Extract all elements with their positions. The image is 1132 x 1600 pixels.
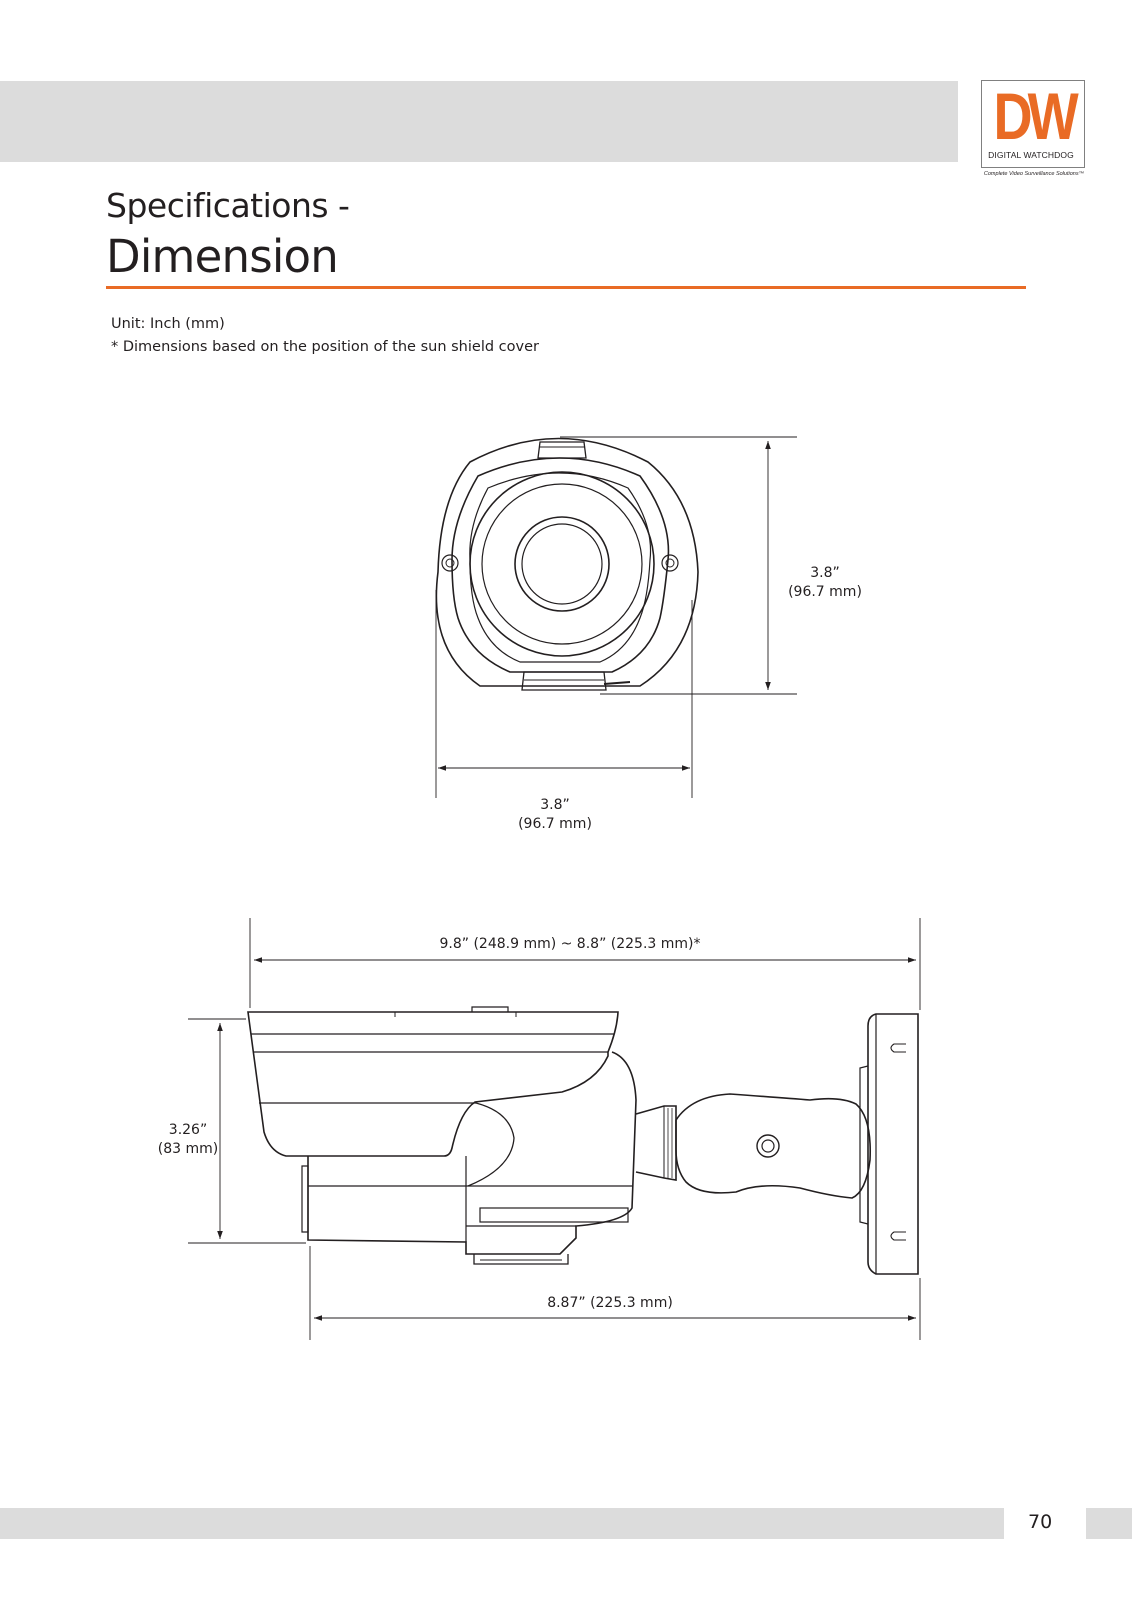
front-sunshield [451, 457, 670, 673]
logo-letters: DW [993, 79, 1078, 153]
arm-screw-inner [761, 1139, 775, 1153]
front-width-mm: (96.7 mm) [518, 816, 592, 832]
front-height-inch: 3.8” [810, 565, 840, 581]
side-height-label: 3.26” (83 mm) [150, 1121, 226, 1159]
front-height-mm: (96.7 mm) [788, 584, 862, 600]
camera-housing [307, 1051, 637, 1255]
body-length-label: 8.87” (225.3 mm) [547, 1295, 673, 1311]
front-screw-right-center [665, 558, 675, 568]
side-height-mm: (83 mm) [157, 1141, 219, 1157]
front-housing-outline [435, 437, 699, 687]
lens-ring-inner [514, 516, 610, 612]
housing-label-strip [479, 1207, 629, 1223]
page-number: 70 [1028, 1511, 1053, 1533]
side-dimension-lines [188, 918, 921, 1340]
front-dimension-lines [435, 436, 797, 798]
digital-watchdog-logo: DW DIGITAL WATCHDOG Complete Video Surve… [981, 80, 1085, 182]
bottom-connector [473, 1254, 569, 1265]
side-view [247, 1006, 919, 1275]
front-screw-left [441, 554, 459, 572]
front-view [435, 437, 699, 691]
unit-note: Unit: Inch (mm) [111, 316, 225, 332]
front-top-tab [537, 441, 587, 459]
overall-length-label: 9.8” (248.9 mm) ~ 8.8” (225.3 mm)* [439, 936, 701, 952]
section-title: Specifications - [106, 186, 350, 225]
front-width-inch: 3.8” [540, 797, 570, 813]
page-title: Dimension [106, 230, 339, 283]
arm-screw-outer [756, 1134, 780, 1158]
front-width-label: 3.8” (96.7 mm) [510, 796, 600, 834]
lens-glass [521, 523, 603, 605]
front-screw-left-center [445, 558, 455, 568]
sunshield-note: * Dimensions based on the position of th… [111, 339, 539, 355]
logo-tagline: Complete Video Surveillance Solutions™ [983, 171, 1085, 177]
side-height-inch: 3.26” [168, 1122, 208, 1138]
lens-ring-middle [481, 483, 643, 645]
front-screw-right [661, 554, 679, 572]
rear-collar [635, 1105, 677, 1181]
mounting-arm [675, 1093, 872, 1199]
header-band [0, 81, 958, 162]
title-divider [106, 286, 1026, 289]
front-bottom-tab [521, 671, 607, 691]
logo-name: DIGITAL WATCHDOG [988, 150, 1074, 160]
footer-band [0, 1508, 1004, 1539]
front-height-label: 3.8” (96.7 mm) [780, 564, 870, 602]
front-sunshield-inner [469, 472, 652, 663]
footer-band-right [1086, 1508, 1132, 1539]
lens-ring-outer [469, 471, 655, 657]
logo-frame [981, 80, 1085, 168]
sunshield-body [247, 1011, 619, 1157]
